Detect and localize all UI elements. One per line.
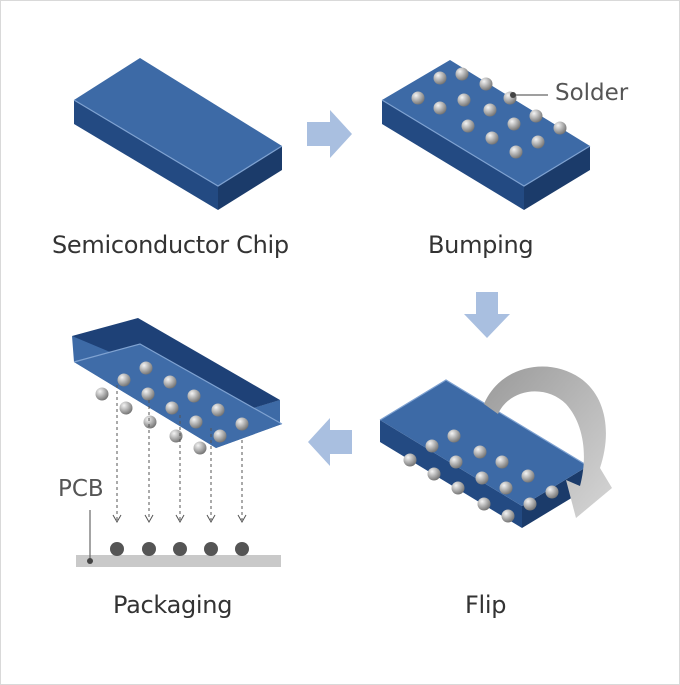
- solder-balls: [411, 67, 567, 159]
- chip-flipping: [379, 366, 612, 528]
- alignment-guides: [116, 385, 243, 520]
- caption-bumping: Bumping: [428, 231, 534, 259]
- arrow-left: [308, 418, 352, 466]
- label-solder: Solder: [555, 80, 629, 106]
- chip-plain: [73, 58, 283, 210]
- arrow-down: [464, 292, 510, 338]
- chip-front-face: [382, 100, 524, 210]
- rotate-arrow: [484, 366, 612, 518]
- chip-bottom-plane: [74, 344, 282, 448]
- chip-top-face: [74, 58, 282, 186]
- chip-front-face: [74, 100, 218, 210]
- arrow-right: [307, 110, 352, 158]
- chip-top-face: [380, 380, 588, 506]
- caption-packaging: Packaging: [113, 591, 233, 619]
- chip-flipped: [72, 318, 283, 455]
- alignment-arrowheads: [112, 514, 247, 524]
- solder-balls: [403, 429, 559, 523]
- pcb-pads: [110, 542, 249, 556]
- caption-semiconductor-chip: Semiconductor Chip: [52, 231, 289, 259]
- solder-leader-dot: [510, 92, 516, 98]
- chip-side-face: [218, 146, 282, 210]
- solder-balls: [95, 361, 249, 455]
- pcb-leader-dot: [87, 558, 93, 564]
- chip-top-face: [382, 60, 590, 186]
- chip-bumped: [381, 60, 591, 210]
- label-pcb: PCB: [58, 476, 104, 502]
- chip-side-face: [524, 146, 590, 210]
- pcb-board: [76, 555, 281, 567]
- caption-flip: Flip: [465, 591, 507, 619]
